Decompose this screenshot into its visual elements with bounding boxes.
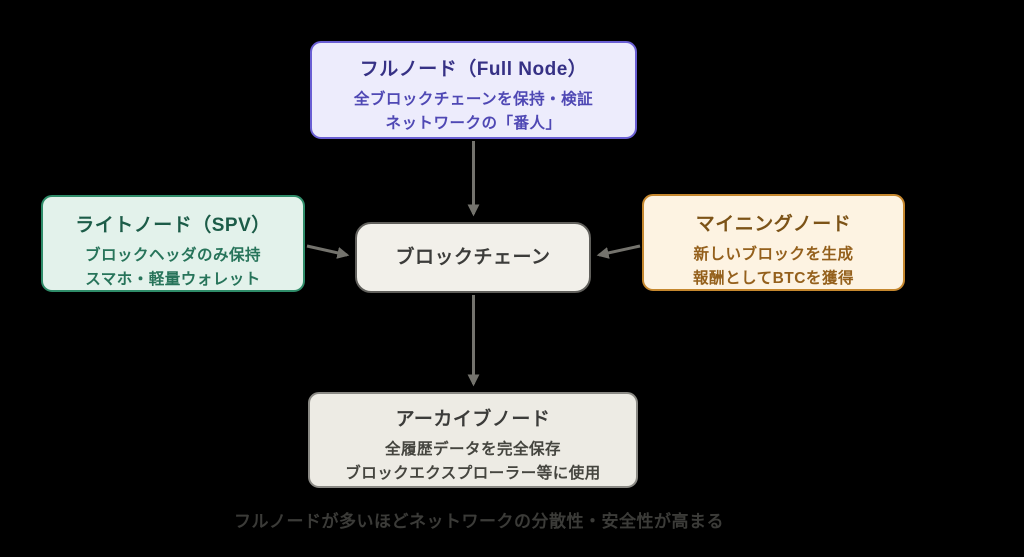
light-node-box: ライトノード（SPV） ブロックヘッダのみ保持 スマホ・軽量ウォレット [41,195,305,292]
full-node-line1: 全ブロックチェーンを保持・検証 [353,91,594,108]
mining-node-title: マイニングノード [695,214,852,235]
arrow-miningnode-to-blockchain [596,244,641,259]
light-node-line2: スマホ・軽量ウォレット [85,271,261,288]
blockchain-title: ブロックチェーン [395,246,551,268]
light-node-title: ライトノード（SPV） [75,215,271,236]
mining-node-box: マイニングノード 新しいブロックを生成 報酬としてBTCを獲得 [642,194,905,291]
arrow-lightnode-to-blockchain [306,244,350,259]
full-node-title: フルノード（Full Node） [359,59,588,80]
blockchain-box: ブロックチェーン [355,222,591,293]
mining-node-line2: 報酬としてBTCを獲得 [693,270,854,287]
full-node-line2: ネットワークの「番人」 [385,115,562,132]
archive-node-title: アーカイブノード [395,409,551,430]
archive-node-line1: 全履歴データを完全保存 [384,441,561,458]
archive-node-box: アーカイブノード 全履歴データを完全保存 ブロックエクスプローラー等に使用 [308,392,638,488]
full-node-box: フルノード（Full Node） 全ブロックチェーンを保持・検証 ネットワークの… [310,41,637,139]
archive-node-line2: ブロックエクスプローラー等に使用 [345,465,601,482]
light-node-line1: ブロックヘッダのみ保持 [84,247,261,264]
diagram-caption: フルノードが多いほどネットワークの分散性・安全性が高まる [234,512,724,531]
mining-node-line1: 新しいブロックを生成 [693,246,854,263]
